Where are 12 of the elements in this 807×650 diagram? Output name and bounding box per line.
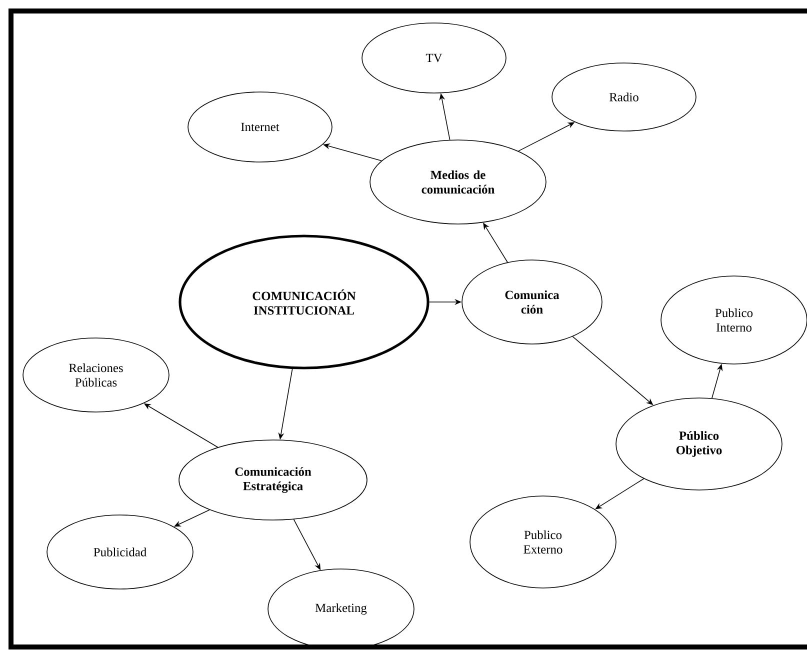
- ellipse-node: Publico Externo: [470, 496, 616, 588]
- ellipse-node: Comunicación Estratégica: [178, 440, 368, 520]
- ellipse-node: TV: [362, 22, 506, 94]
- ellipse-node: Relaciones Públicas: [22, 338, 170, 412]
- ellipse-node: Medios de comunicación: [370, 140, 546, 224]
- ellipse-node: Público Objetivo: [616, 398, 782, 490]
- ellipse-node: Publicidad: [46, 514, 194, 590]
- ellipse-node: COMUNICACIÓN INSTITUCIONAL: [178, 234, 430, 370]
- ellipse-node: Marketing: [268, 568, 414, 650]
- ellipse-node: Internet: [188, 92, 332, 162]
- ellipse-node: Radio: [552, 62, 696, 132]
- ellipse-node: Comunica ción: [462, 260, 602, 344]
